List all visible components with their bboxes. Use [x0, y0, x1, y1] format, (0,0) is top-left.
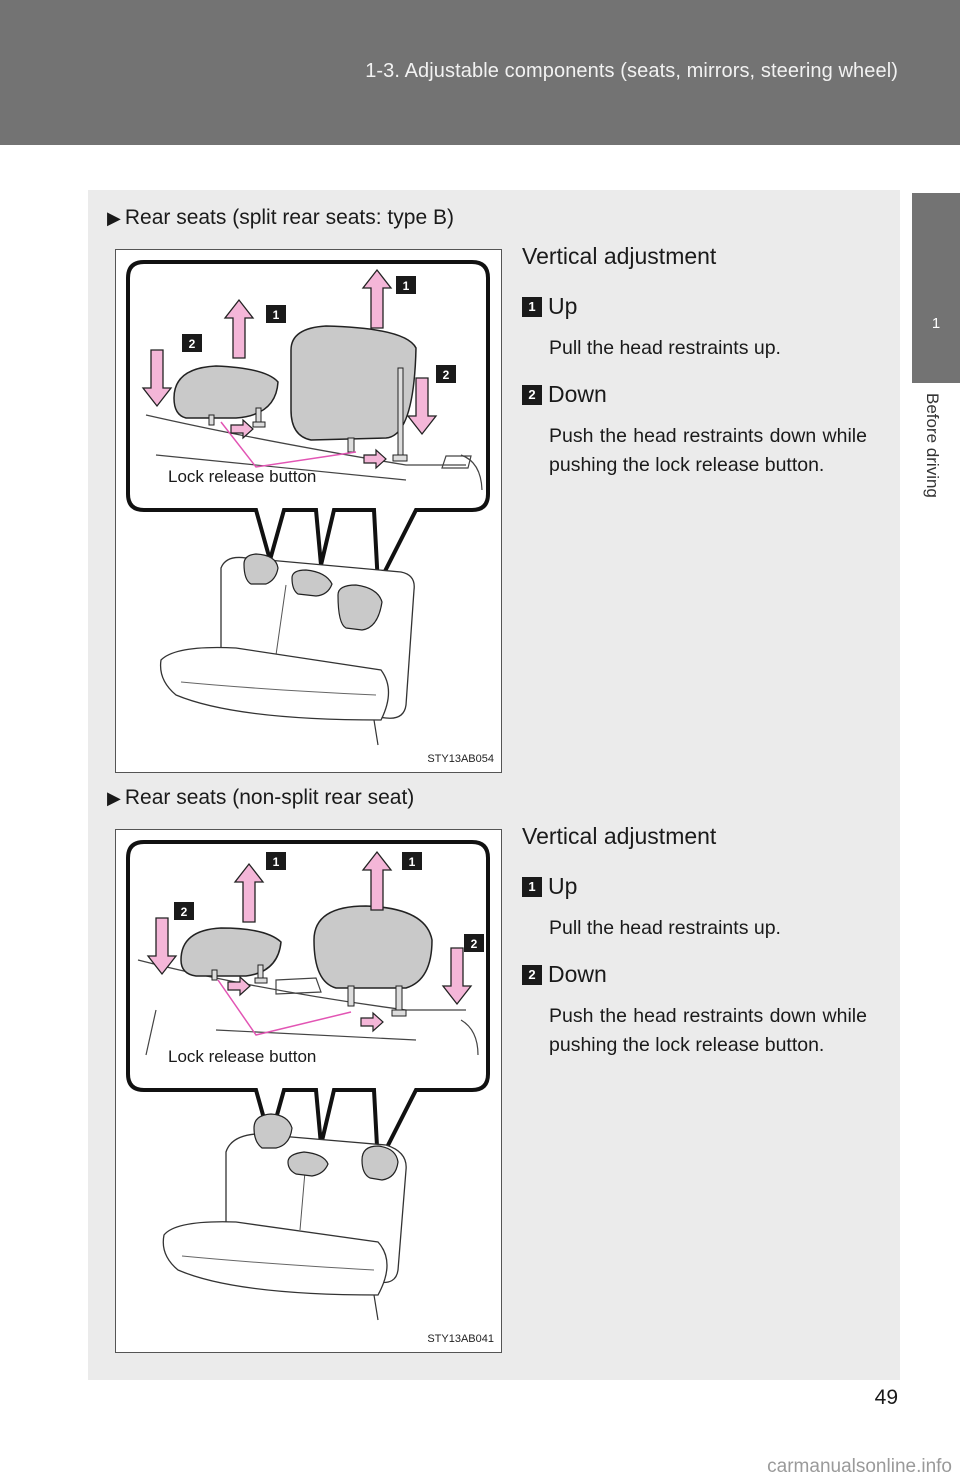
svg-text:2: 2	[181, 905, 188, 919]
step-label: Down	[548, 961, 607, 987]
chapter-number: 1	[931, 315, 941, 332]
vertical-adjustment-heading: Vertical adjustment	[522, 243, 717, 269]
section-title-text: Rear seats (split rear seats: type B)	[124, 206, 454, 229]
page-number: 49	[874, 1386, 898, 1409]
watermark: carmanualsonline.info	[767, 1456, 952, 1477]
step-up: 1 Up	[522, 873, 867, 900]
step-label: Up	[548, 873, 578, 899]
step-down: 2 Down	[522, 381, 867, 408]
triangle-bullet-icon: ▶	[107, 208, 121, 228]
triangle-bullet-icon: ▶	[107, 788, 121, 808]
step-description: Push the head restraints down while push…	[549, 425, 867, 476]
lock-release-label: Lock release button	[168, 1047, 317, 1066]
svg-text:2: 2	[189, 337, 196, 351]
step-description: Pull the head restraints up.	[549, 337, 781, 359]
section-title-text: Rear seats (non-split rear seat)	[124, 786, 415, 809]
step-number-badge: 1	[522, 296, 542, 317]
step-number-badge: 2	[522, 384, 542, 405]
svg-text:1: 1	[273, 308, 280, 322]
step-label: Down	[548, 381, 607, 407]
figure-code: STY13AB041	[427, 1333, 494, 1345]
svg-text:1: 1	[403, 279, 410, 293]
step-number-badge: 1	[522, 876, 542, 897]
svg-text:2: 2	[471, 937, 478, 951]
section-title-non-split: ▶Rear seats (non-split rear seat)	[107, 786, 414, 810]
chapter-tab: 1	[912, 193, 960, 383]
lock-release-label: Lock release button	[168, 467, 317, 486]
section-title-split: ▶Rear seats (split rear seats: type B)	[107, 206, 454, 230]
svg-text:1: 1	[273, 855, 280, 869]
step-description: Pull the head restraints up.	[549, 917, 781, 939]
step-down: 2 Down	[522, 961, 867, 988]
step-label: Up	[548, 293, 578, 319]
split-seat-illustration: 1 1 2 2	[126, 260, 490, 746]
step-up: 1 Up	[522, 293, 867, 320]
vertical-adjustment-heading: Vertical adjustment	[522, 823, 717, 849]
chapter-tab-label: Before driving	[912, 383, 960, 553]
chapter-title: 1-3. Adjustable components (seats, mirro…	[365, 60, 898, 82]
non-split-seat-illustration: 1 1 2 2	[126, 840, 490, 1321]
step-description: Push the head restraints down while push…	[549, 1005, 867, 1056]
chapter-label-text: Before driving	[923, 393, 942, 498]
figure-non-split-seat: 1 1 2 2 Lock release button STY13AB041	[115, 829, 502, 1353]
step-number-badge: 2	[522, 964, 542, 985]
figure-code: STY13AB054	[427, 753, 494, 765]
figure-split-seats: 1 1 2 2 Lock release button STY13AB054	[115, 249, 502, 773]
page-header: 1-3. Adjustable components (seats, mirro…	[0, 0, 960, 145]
instructions-split: Vertical adjustment 1 Up Pull the head r…	[522, 243, 867, 498]
svg-text:2: 2	[443, 368, 450, 382]
instructions-non-split: Vertical adjustment 1 Up Pull the head r…	[522, 823, 867, 1078]
svg-text:1: 1	[409, 855, 416, 869]
